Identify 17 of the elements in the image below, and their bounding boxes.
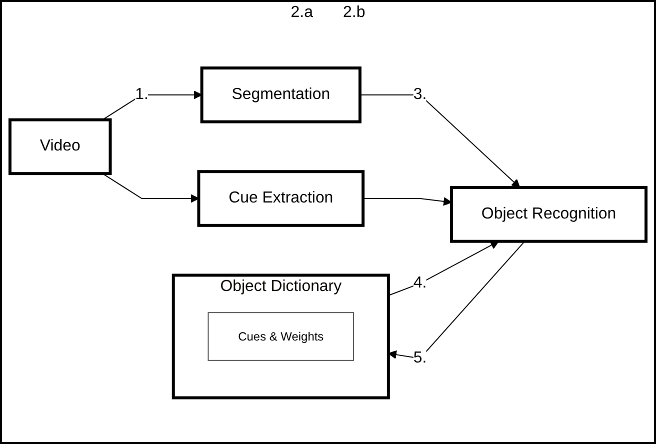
step-label: 2.a	[290, 4, 313, 22]
node-box: Cue Extraction	[197, 170, 365, 228]
edge-label: 3.	[413, 86, 427, 103]
step-label: 2.b	[343, 4, 366, 22]
edge-label: 5.	[413, 350, 427, 367]
arrow	[359, 94, 520, 188]
arrow	[388, 241, 499, 296]
edge-label: 1.	[135, 86, 148, 103]
arrow	[388, 240, 526, 360]
node-box: Object Recognition	[450, 186, 648, 243]
node-box: Video	[8, 118, 112, 176]
arrow	[102, 173, 200, 203]
arrow	[102, 90, 202, 120]
arrow	[362, 197, 452, 206]
node-box: Segmentation	[200, 66, 362, 124]
node-box: Cues & Weights	[208, 312, 354, 362]
edge-label: 4.	[413, 274, 427, 292]
